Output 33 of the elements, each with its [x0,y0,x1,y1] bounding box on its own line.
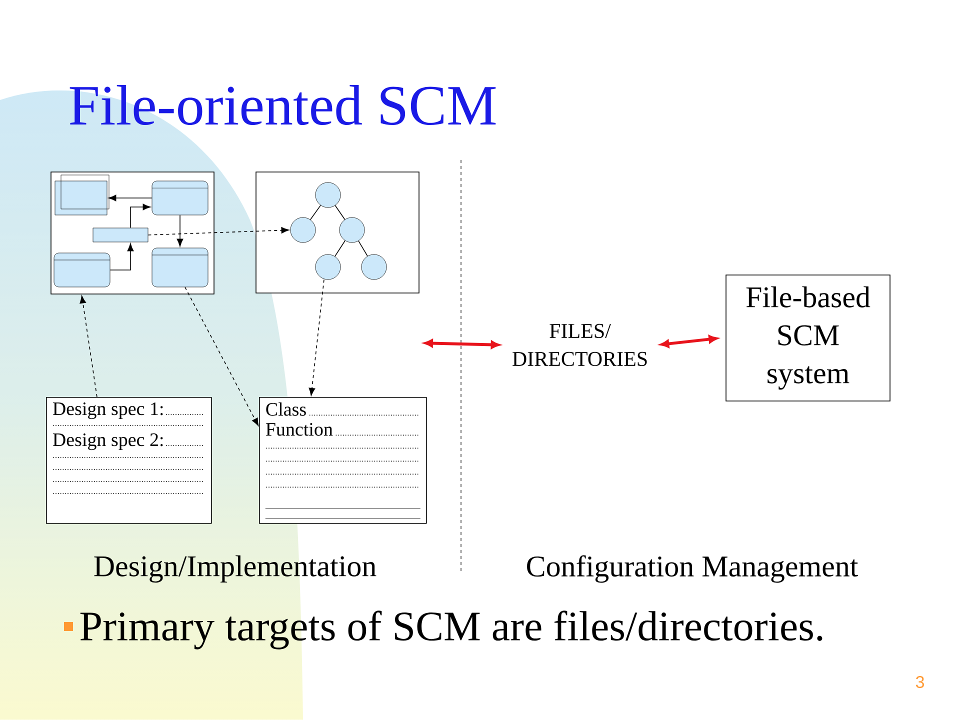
tree-line [358,240,368,256]
arrow [176,214,184,247]
tree-circle [361,254,387,280]
rounded-box [152,180,208,216]
tree-line [334,240,346,257]
files-label: FILES/ DIRECTORIES [512,324,647,366]
section-label: Design/Implementation [94,555,376,583]
page-number: 3 [916,676,924,688]
bullet-text: Primary targets of SCM are files/directories. [80,610,822,650]
tree-line [310,204,322,220]
arrow [308,279,324,396]
arrow [80,296,98,398]
arrow [108,194,152,202]
arrow [184,286,259,426]
system-box: File-based SCM system [726,274,890,402]
tree-circle [315,182,341,208]
tree-circle [315,254,341,280]
rounded-box [152,248,208,288]
document-box: Class Function [259,397,427,524]
arrow [660,335,718,348]
small-box [92,228,148,242]
document-box: Design spec 1: Design spec 2: [46,397,212,524]
arrow [424,339,500,349]
title: File-oriented SCM [70,84,496,126]
rounded-box [54,252,110,288]
double-box [54,174,110,216]
tree-line [334,205,346,220]
tree-circle [290,217,316,243]
arrow [130,204,151,228]
tree-circle [339,217,365,243]
section-label: Configuration Management [527,555,858,583]
arrow [148,227,290,236]
arrow [110,243,134,270]
